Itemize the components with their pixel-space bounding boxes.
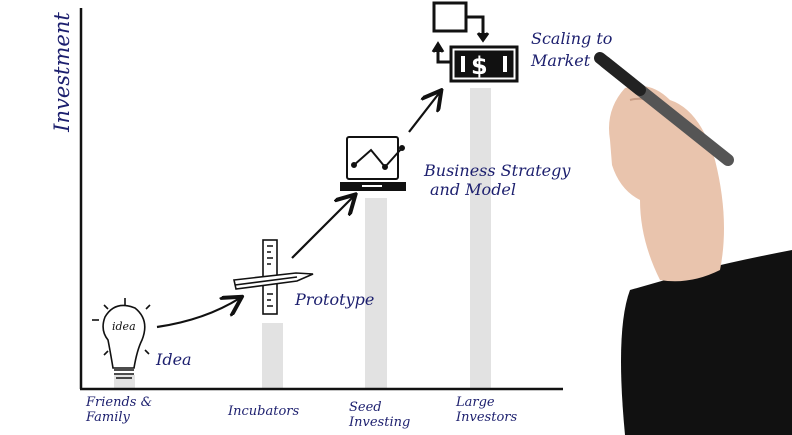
category-line: Seed	[349, 400, 382, 415]
category-line: Friends &	[86, 395, 153, 410]
step-label-business-strategy: Business Strategy and Model	[424, 161, 570, 199]
step-label-line: Scaling to	[531, 29, 613, 48]
category-large-investors: Large Investors	[456, 395, 517, 425]
category-line: Large	[456, 395, 495, 410]
step-label-line: and Model	[430, 180, 517, 199]
svg-text:$: $	[471, 52, 488, 80]
step-label-line: Market	[531, 51, 591, 70]
category-line: Investing	[349, 415, 411, 430]
bar-large-investors	[470, 88, 491, 388]
arrow-prototype-to-strategy	[291, 196, 354, 259]
lightbulb-text: idea	[112, 320, 136, 333]
step-label-line: Business Strategy	[424, 161, 571, 180]
money-exchange-icon: $	[431, 1, 519, 83]
category-friends-family: Friends & Family	[86, 395, 152, 425]
hand-with-marker	[594, 52, 792, 435]
step-label-idea: Idea	[156, 350, 192, 369]
arrow-strategy-to-scaling	[408, 92, 440, 133]
y-axis-label: Investment	[50, 12, 74, 132]
category-seed-investing: Seed Investing	[349, 400, 410, 430]
category-incubators: Incubators	[228, 404, 300, 419]
bar-seed-investing	[365, 198, 387, 388]
step-label-prototype: Prototype	[295, 290, 375, 309]
bar-incubators	[262, 323, 283, 388]
pencil-ruler-icon	[233, 239, 314, 315]
step-label-scaling: Scaling to Market	[531, 28, 612, 72]
arrow-idea-to-prototype	[156, 298, 240, 329]
lightbulb-icon	[92, 298, 151, 379]
category-line: Family	[86, 410, 130, 425]
laptop-chart-icon	[340, 136, 406, 191]
category-line: Investors	[456, 410, 518, 425]
